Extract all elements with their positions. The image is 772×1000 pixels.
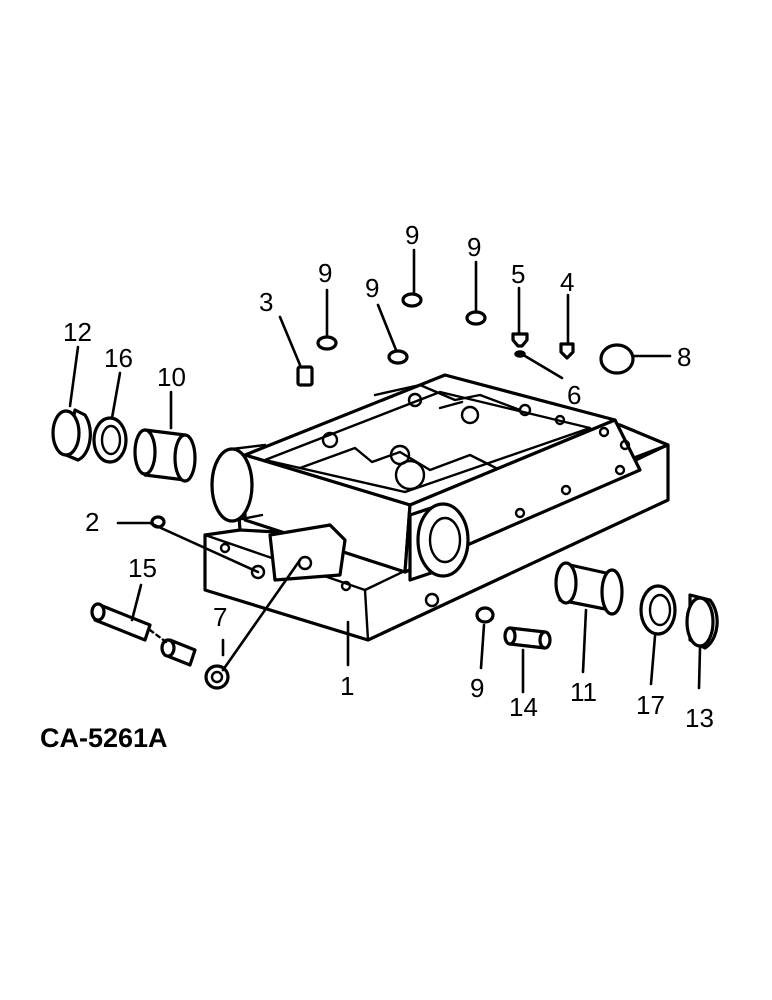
callout-14: 14: [509, 692, 538, 722]
bushing-part-11: [554, 561, 624, 616]
washer-part-9-c: [401, 292, 423, 308]
callout-16: 16: [104, 343, 133, 373]
callout-9-a: 9: [318, 258, 332, 288]
callout-9-d: 9: [467, 232, 481, 262]
washer-part-9-e: [475, 606, 495, 624]
plug-part-3: [296, 365, 314, 387]
callout-5: 5: [511, 259, 525, 289]
callout-1: 1: [340, 671, 354, 701]
leader-lines: [68, 248, 702, 694]
seal-part-17: [639, 584, 677, 636]
callout-10: 10: [157, 362, 186, 392]
callout-9-e: 9: [470, 673, 484, 703]
callout-17: 17: [636, 690, 665, 720]
callout-labels: 1 2 3 4 5 6 7 8 9 9 9 9 9 10 11 12 13 14…: [63, 220, 714, 733]
washer-part-9-b: [387, 349, 409, 365]
diagram-reference-code: CA-5261A: [40, 723, 168, 753]
nut-part-7: [204, 664, 230, 690]
callout-13: 13: [685, 703, 714, 733]
cap-part-13: [685, 593, 719, 650]
callout-3: 3: [259, 287, 273, 317]
callout-12: 12: [63, 317, 92, 347]
callout-4: 4: [560, 267, 574, 297]
pin-part-14: [503, 626, 552, 650]
bushing-part-10: [133, 428, 197, 483]
seal-part-16: [92, 416, 128, 464]
callout-11: 11: [570, 677, 597, 707]
washer-part-9-d: [465, 310, 487, 326]
cap-part-8: [599, 343, 635, 375]
callout-7: 7: [213, 602, 227, 632]
callout-9-c: 9: [405, 220, 419, 250]
callout-15: 15: [128, 553, 157, 583]
washer-part-6: [514, 350, 526, 358]
callout-2: 2: [85, 507, 99, 537]
callout-8: 8: [677, 342, 691, 372]
cap-part-12: [51, 408, 92, 462]
pin-part-15: [90, 602, 197, 667]
callout-6: 6: [567, 380, 581, 410]
washer-part-9-a: [316, 335, 338, 351]
housing-part-1: [203, 373, 670, 642]
plug-part-4: [559, 342, 575, 360]
plug-part-5: [511, 332, 529, 348]
callout-9-b: 9: [365, 273, 379, 303]
